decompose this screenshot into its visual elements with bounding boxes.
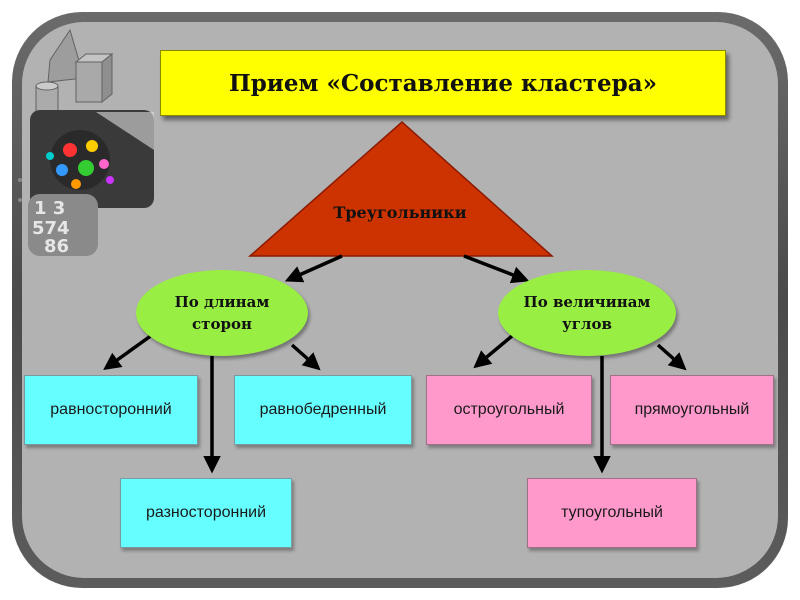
leaf-right: прямоугольный [610, 375, 774, 445]
leaf-acute: остроугольный [426, 375, 592, 445]
arrow-sides-to-equilateral [103, 333, 154, 371]
arrow-root-to-sides [284, 254, 343, 283]
leaf-obtuse: тупоугольный [527, 478, 697, 548]
root-triangle [248, 120, 554, 257]
page-title: Прием «Составление кластера» [160, 50, 726, 116]
group-angles-ellipse: По величинам углов [498, 270, 676, 356]
arrow-angles-to-right [656, 343, 687, 371]
group-sides-ellipse: По длинам сторон [136, 270, 308, 356]
leaf-equilateral: равносторонний [24, 375, 198, 445]
arrow-angles-to-acute [473, 334, 514, 369]
arrow-root-to-angles [463, 254, 530, 284]
leaf-scalene: разносторонний [120, 478, 292, 548]
arrow-sides-to-isosceles [290, 343, 321, 371]
leaf-isosceles: равнобедренный [234, 375, 412, 445]
root-label: Треугольники [333, 203, 467, 222]
